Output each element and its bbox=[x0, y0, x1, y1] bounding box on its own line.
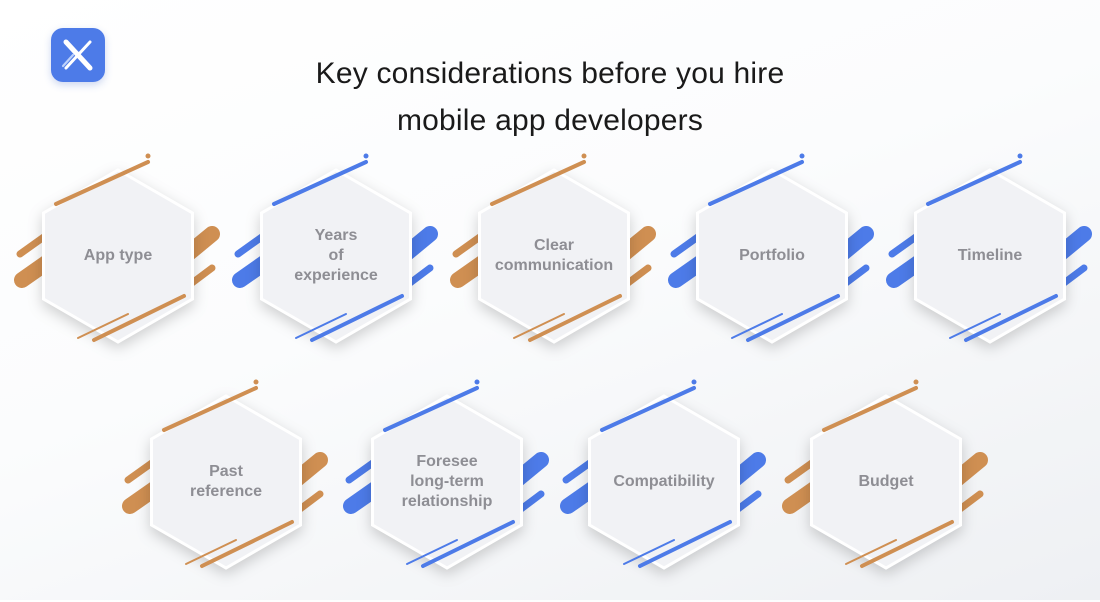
label-line: App type bbox=[83, 247, 153, 264]
accent-stroke bbox=[513, 313, 565, 339]
consideration-label: Portfolio bbox=[702, 206, 842, 306]
hexagon-decoration bbox=[560, 379, 766, 570]
accent-dot bbox=[691, 379, 697, 385]
hexagon-shape bbox=[150, 394, 302, 570]
label-line: reference bbox=[189, 483, 263, 500]
accent-stroke bbox=[623, 539, 675, 565]
label-line: long-term bbox=[410, 473, 484, 490]
accent-stroke bbox=[101, 165, 141, 183]
accent-dot bbox=[799, 153, 805, 159]
consideration-item: Compatibility bbox=[544, 362, 784, 602]
consideration-label: Clear communication bbox=[484, 206, 624, 306]
label-line: experience bbox=[294, 267, 378, 284]
accent-dot bbox=[363, 153, 369, 159]
accent-stroke bbox=[964, 294, 1058, 342]
accent-stroke bbox=[746, 294, 840, 342]
consideration-label: Foresee long-term relationship bbox=[377, 432, 517, 532]
consideration-label: App type bbox=[48, 206, 188, 306]
accent-stroke bbox=[647, 391, 687, 409]
hexagon-decoration bbox=[232, 153, 438, 344]
accent-dot bbox=[581, 153, 587, 159]
accent-dot bbox=[913, 379, 919, 385]
accent-stroke bbox=[845, 539, 897, 565]
accent-dot bbox=[474, 379, 480, 385]
accent-dot bbox=[145, 153, 151, 159]
consideration-item: App type bbox=[0, 136, 238, 376]
consideration-item: Years of experience bbox=[216, 136, 456, 376]
label-line: of bbox=[328, 247, 344, 264]
accent-stroke bbox=[537, 165, 577, 183]
label-line: Portfolio bbox=[739, 247, 805, 264]
consideration-item: Past reference bbox=[106, 362, 346, 602]
accent-stroke bbox=[528, 294, 622, 342]
accent-stroke bbox=[869, 391, 909, 409]
consideration-item: Foresee long-term relationship bbox=[327, 362, 567, 602]
accent-stroke bbox=[755, 165, 795, 183]
hexagon-shape bbox=[478, 168, 630, 344]
hexagon-shape bbox=[588, 394, 740, 570]
label-line: Years bbox=[314, 227, 358, 244]
accent-stroke bbox=[200, 520, 294, 568]
accent-stroke bbox=[310, 294, 404, 342]
hexagon-shape bbox=[260, 168, 412, 344]
consideration-item: Clear communication bbox=[434, 136, 674, 376]
hexagon-decoration bbox=[886, 153, 1092, 344]
title-line-2: mobile app developers bbox=[396, 104, 704, 138]
accent-dot bbox=[253, 379, 259, 385]
consideration-item: Portfolio bbox=[652, 136, 892, 376]
accent-stroke bbox=[949, 313, 1001, 339]
accent-stroke bbox=[295, 313, 347, 339]
label-line: Timeline bbox=[957, 247, 1023, 264]
hexagon-decoration bbox=[450, 153, 656, 344]
accent-stroke bbox=[731, 313, 783, 339]
consideration-label: Years of experience bbox=[266, 206, 406, 306]
hexagon-decoration bbox=[14, 153, 220, 344]
hexagon-shape bbox=[42, 168, 194, 344]
hexagon-shape bbox=[371, 394, 523, 570]
consideration-label: Compatibility bbox=[594, 432, 734, 532]
consideration-item: Budget bbox=[766, 362, 1006, 602]
page-title: Key considerations before you hire mobil… bbox=[200, 50, 900, 144]
hexagon-decoration bbox=[782, 379, 988, 570]
hexagon-decoration bbox=[122, 379, 328, 570]
accent-stroke bbox=[860, 520, 954, 568]
accent-stroke bbox=[185, 539, 237, 565]
label-line: communication bbox=[494, 257, 614, 274]
accent-stroke bbox=[209, 391, 249, 409]
hexagon-shape bbox=[810, 394, 962, 570]
consideration-item: Timeline bbox=[870, 136, 1100, 376]
accent-stroke bbox=[421, 520, 515, 568]
consideration-label: Past reference bbox=[156, 432, 296, 532]
accent-stroke bbox=[430, 391, 470, 409]
label-line: relationship bbox=[401, 493, 493, 510]
label-line: Budget bbox=[858, 473, 914, 490]
label-line: Foresee bbox=[416, 453, 478, 470]
hexagon-shape bbox=[914, 168, 1066, 344]
x-logo-icon bbox=[61, 39, 93, 71]
accent-dot bbox=[1017, 153, 1023, 159]
label-line: Past bbox=[209, 463, 243, 480]
consideration-label: Budget bbox=[816, 432, 956, 532]
accent-stroke bbox=[973, 165, 1013, 183]
hexagon-shape bbox=[696, 168, 848, 344]
accent-stroke bbox=[319, 165, 359, 183]
accent-stroke bbox=[77, 313, 129, 339]
label-line: Clear bbox=[533, 237, 574, 254]
hexagon-decoration bbox=[668, 153, 874, 344]
accent-stroke bbox=[406, 539, 458, 565]
accent-stroke bbox=[638, 520, 732, 568]
accent-stroke bbox=[92, 294, 186, 342]
title-line-1: Key considerations before you hire bbox=[315, 57, 785, 91]
brand-logo bbox=[51, 28, 105, 82]
hexagon-decoration bbox=[343, 379, 549, 570]
consideration-label: Timeline bbox=[920, 206, 1060, 306]
label-line: Compatibility bbox=[613, 473, 715, 490]
